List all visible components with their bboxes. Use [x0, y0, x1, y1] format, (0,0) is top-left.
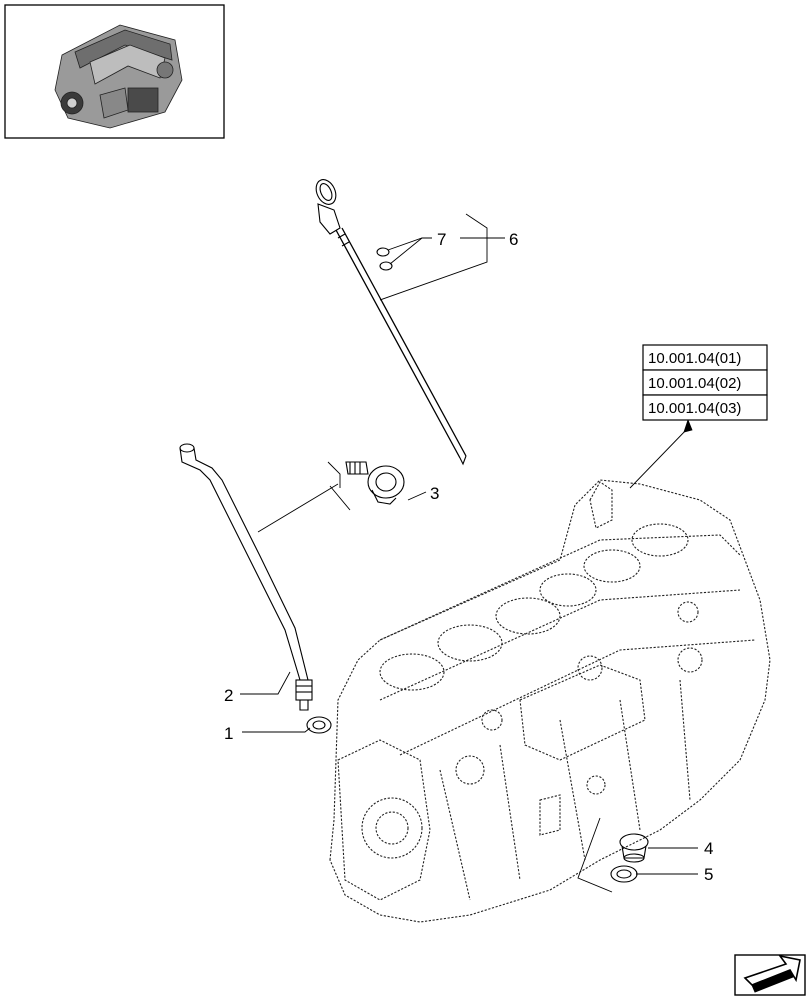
reference-link-3[interactable]: 10.001.04(03) — [648, 400, 741, 417]
clamp-3 — [345, 461, 405, 505]
callout-3: 3 — [430, 484, 439, 503]
seal-ring-1 — [306, 716, 332, 734]
reference-link-2[interactable]: 10.001.04(02) — [648, 375, 741, 392]
dipstick — [315, 179, 467, 466]
reference-boxes: 10.001.04(01) 10.001.04(02) 10.001.04(03… — [642, 344, 768, 421]
leader-lines — [240, 213, 698, 893]
next-page-arrow-icon[interactable] — [734, 954, 806, 996]
engine-thumbnail-icon — [4, 4, 225, 139]
dipstick-guide-tube — [179, 443, 313, 711]
callout-7: 7 — [437, 230, 446, 249]
o-ring-7 — [376, 247, 393, 271]
callout-2: 2 — [224, 686, 233, 705]
engine-block — [329, 479, 771, 923]
callout-5: 5 — [704, 865, 713, 884]
plug-4 — [619, 833, 649, 863]
callout-1: 1 — [224, 724, 233, 743]
callout-4: 4 — [704, 839, 713, 858]
reference-link-1[interactable]: 10.001.04(01) — [648, 350, 741, 367]
callout-6: 6 — [509, 230, 518, 249]
washer-5 — [610, 865, 638, 883]
callout-labels: 1 2 3 4 5 6 7 — [224, 230, 713, 884]
